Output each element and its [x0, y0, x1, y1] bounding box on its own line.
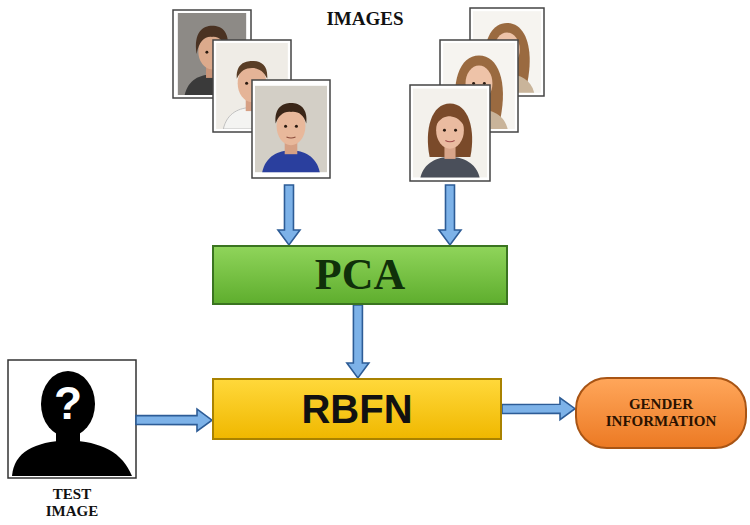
flow-arrow — [136, 409, 212, 431]
flow-arrow — [439, 185, 461, 245]
flow-arrow — [278, 185, 300, 245]
output-box: GENDER INFORMATION — [575, 377, 747, 449]
node-text: PCA — [315, 253, 405, 297]
flow-arrow — [347, 305, 369, 378]
image-group: IMAGES — [165, 0, 565, 185]
photo-frame — [8, 360, 136, 478]
face-photo — [413, 89, 487, 178]
flow-arrow — [278, 185, 300, 245]
node-text: TEST IMAGE — [46, 486, 99, 521]
node-text: RBFN — [301, 389, 412, 429]
face-photo — [255, 86, 327, 172]
flow-arrow — [502, 398, 575, 420]
photo-frame — [252, 80, 330, 178]
photo-frame — [410, 85, 490, 181]
node-text: GENDER INFORMATION — [606, 396, 717, 431]
photo-stack-male — [173, 10, 330, 178]
flow-arrow — [439, 185, 461, 245]
photo-stack-female — [410, 8, 544, 181]
node-text: IMAGES — [326, 9, 403, 28]
silhouette-body — [12, 440, 132, 476]
silhouette-head — [41, 371, 95, 437]
process-box: RBFN — [212, 378, 502, 440]
question-mark: ? — [40, 380, 96, 426]
flow-arrow — [502, 398, 575, 420]
flow-arrow — [347, 305, 369, 378]
process-box: PCA — [212, 245, 508, 305]
flow-arrow — [136, 409, 212, 431]
test-silhouette — [8, 360, 136, 478]
